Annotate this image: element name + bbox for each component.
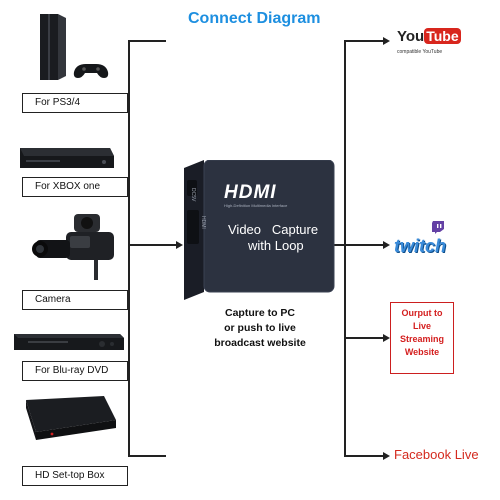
source-label-xbox: For XBOX one (22, 177, 128, 197)
streaming-line-2: Live (412, 321, 431, 331)
dvd-player-icon (10, 326, 126, 361)
left-vertical-connector (128, 40, 130, 456)
connector-youtube (344, 40, 384, 42)
video-camera-icon (30, 210, 130, 287)
connector-hdmi-to-device (128, 244, 180, 246)
streaming-website-box: Ourput to Live Streaming Website (390, 302, 454, 374)
diagram-title: Connect Diagram (188, 10, 321, 27)
youtube-subtext: compatible YouTube (397, 49, 443, 55)
caption-line-3: broadcast website (214, 337, 306, 349)
port-dc5v-label: DC5V (190, 188, 196, 202)
hdmi-capture-device: DC5V HDMI HDMI High-Definition Multimedi… (180, 159, 340, 315)
streaming-line-3: Streaming (399, 334, 444, 344)
youtube-tube-text: Tube (424, 28, 461, 44)
streaming-line-1: Ourput to (401, 308, 443, 318)
arrow-to-device (176, 241, 183, 249)
facebook-live-label: Facebook Live (394, 447, 479, 462)
caption-line-2: or push to live (224, 322, 296, 334)
connector-facebook (344, 455, 384, 457)
source-label-camera: Camera (22, 290, 128, 310)
caption-line-1: Capture to PC (224, 307, 295, 319)
device-label-line1: Video Capture (228, 222, 318, 237)
source-label-dvd: For Blu-ray DVD (22, 361, 128, 381)
arrow-streaming (383, 334, 390, 342)
source-label-settop: HD Set-top Box (22, 466, 128, 486)
twitch-logo: twitch (394, 236, 446, 256)
connector-streaming (344, 337, 384, 339)
source-label-ps: For PS3/4 (22, 93, 128, 113)
connector-twitch (344, 244, 384, 246)
connector-device-to-outputs (330, 244, 344, 246)
hdmi-tiny-text: High-Definition Multimedia Interface (224, 203, 288, 208)
youtube-you-text: You (397, 28, 425, 45)
arrow-facebook (383, 452, 390, 460)
connector-ps (128, 40, 166, 42)
right-vertical-connector (344, 40, 346, 456)
set-top-box-icon (12, 392, 122, 457)
connector-settop (128, 455, 166, 457)
xbox-console-icon (16, 142, 116, 181)
arrow-twitch (383, 241, 390, 249)
device-label-line2: with Loop (247, 238, 304, 253)
streaming-line-4: Website (404, 347, 440, 357)
port-hdmi-label: HDMI (200, 216, 206, 229)
device-caption: Capture to PC or push to live broadcast … (210, 306, 310, 351)
playstation-console-icon (34, 10, 110, 91)
twitch-glitch-icon (431, 220, 445, 239)
arrow-youtube (383, 37, 390, 45)
hdmi-logo: HDMI (224, 182, 277, 203)
